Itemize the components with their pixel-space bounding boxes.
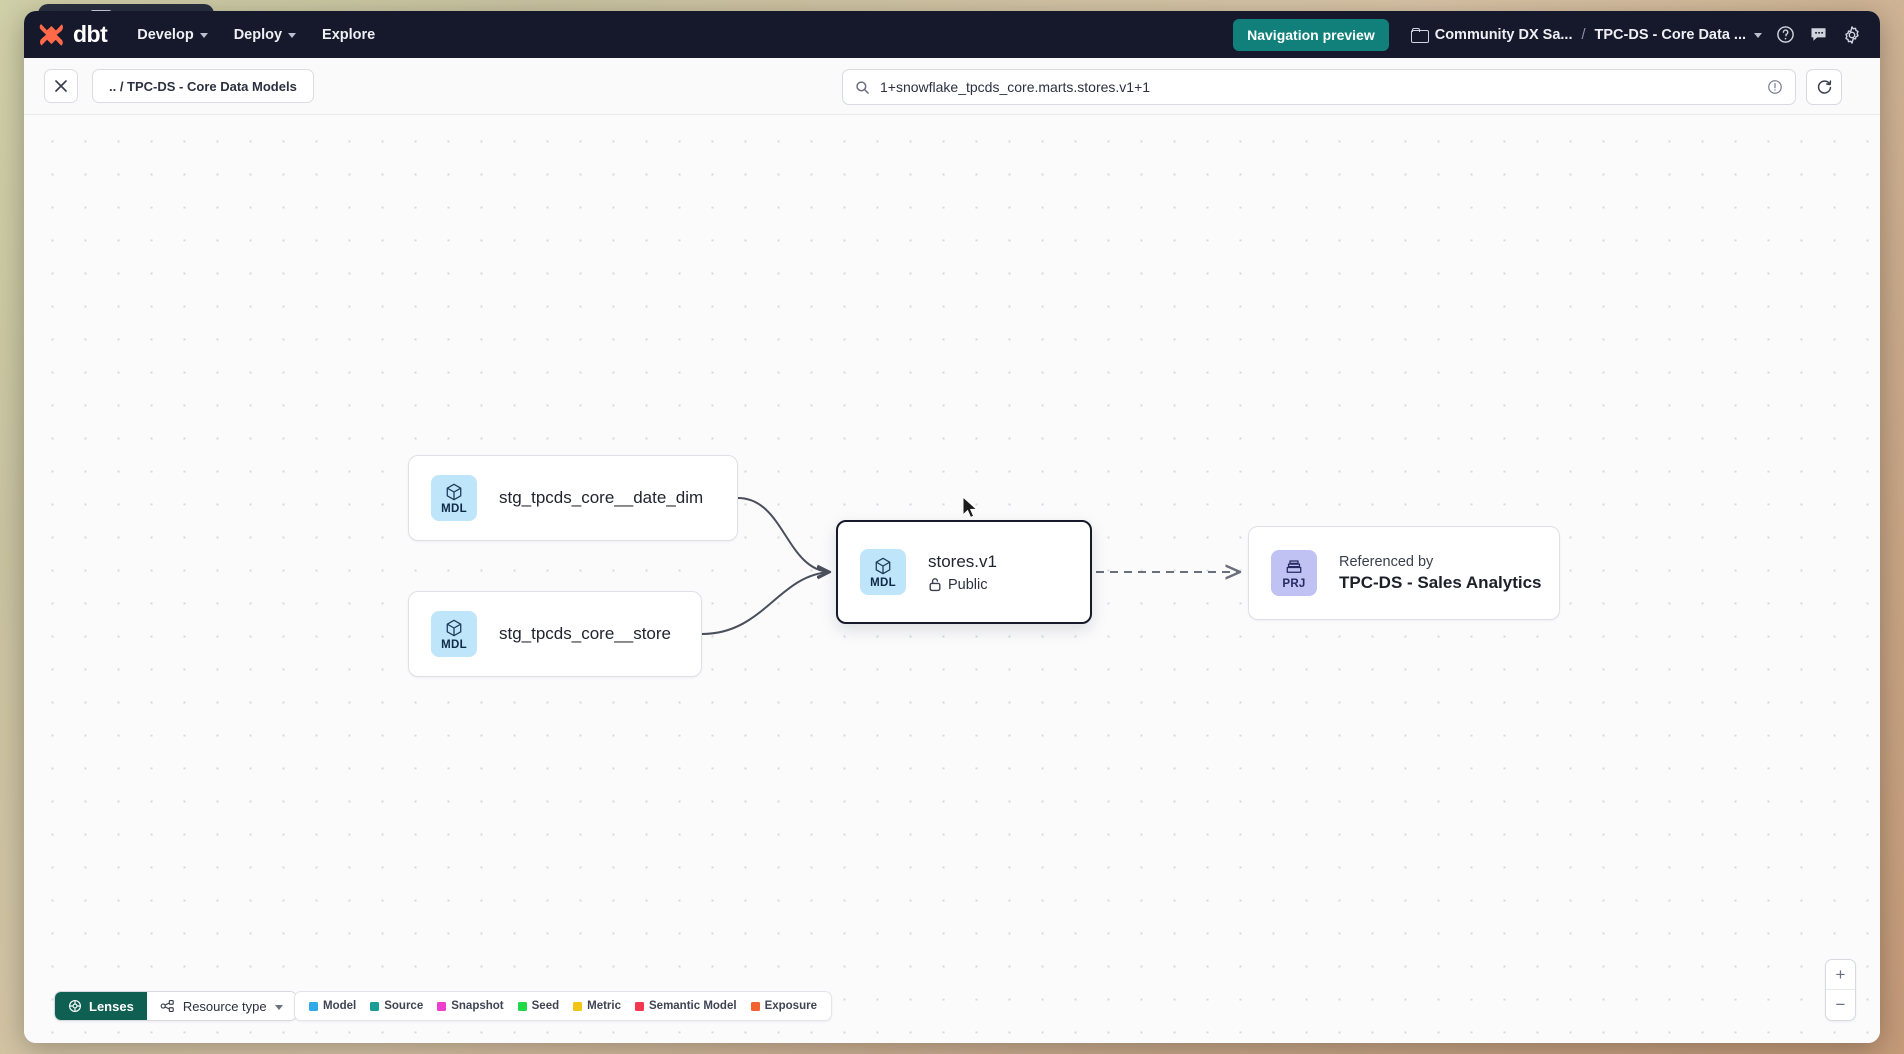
node-badge-label: MDL bbox=[441, 502, 467, 515]
dbt-x-logo-icon bbox=[39, 24, 63, 46]
node-badge-label: MDL bbox=[441, 638, 467, 651]
node-project-name: TPC-DS - Sales Analytics bbox=[1339, 572, 1542, 592]
lineage-node-tpcds-sales-analytics[interactable]: PRJ Referenced by TPC-DS - Sales Analyti… bbox=[1248, 526, 1560, 620]
legend-item-snapshot: Snapshot bbox=[437, 1000, 504, 1012]
lenses-control-group: Lenses Resource type bbox=[54, 991, 297, 1021]
lineage-breadcrumb-pill[interactable]: .. / TPC-DS - Core Data Models bbox=[92, 69, 314, 103]
legend-item-model: Model bbox=[309, 1000, 356, 1012]
legend-item-seed: Seed bbox=[517, 1000, 560, 1012]
edge-date-dim-to-stores bbox=[737, 497, 830, 572]
node-badge-model: MDL bbox=[431, 611, 477, 657]
lineage-search-input[interactable]: 1+snowflake_tpcds_core.marts.stores.v1+1 bbox=[842, 69, 1796, 105]
cube-icon bbox=[446, 619, 462, 636]
top-navigation-bar: dbt Develop Deploy Explore Navigation pr… bbox=[24, 11, 1880, 58]
node-badge-model: MDL bbox=[860, 549, 906, 595]
zoom-in-button[interactable]: + bbox=[1826, 960, 1855, 990]
zoom-out-button[interactable]: − bbox=[1835, 995, 1846, 1014]
folder-icon bbox=[1410, 28, 1429, 43]
legend-label: Source bbox=[384, 1000, 424, 1012]
chevron-down-icon bbox=[274, 1004, 283, 1010]
search-area: 1+snowflake_tpcds_core.marts.stores.v1+1 bbox=[842, 69, 1842, 105]
dbt-logo[interactable]: dbt bbox=[38, 21, 108, 48]
cube-icon bbox=[875, 557, 891, 574]
node-access-row: Public bbox=[928, 577, 997, 593]
legend-swatch-model bbox=[309, 1001, 318, 1011]
unlock-icon bbox=[929, 578, 941, 592]
node-kicker: Referenced by bbox=[1339, 553, 1434, 570]
gear-icon[interactable] bbox=[1842, 25, 1862, 45]
layers-icon bbox=[1286, 559, 1302, 573]
resource-type-legend: Model Source Snapshot Seed Metric Semant… bbox=[294, 991, 832, 1021]
chevron-down-icon[interactable] bbox=[1754, 33, 1762, 38]
node-badge-project: PRJ bbox=[1271, 550, 1317, 596]
feedback-icon[interactable] bbox=[1809, 25, 1828, 44]
dbt-logo-text: dbt bbox=[73, 21, 108, 47]
node-badge-label: MDL bbox=[870, 576, 896, 589]
chevron-down-icon bbox=[288, 33, 297, 38]
legend-label: Semantic Model bbox=[649, 1000, 737, 1012]
info-circle-icon[interactable] bbox=[1767, 79, 1783, 95]
legend-item-source: Source bbox=[370, 1000, 423, 1012]
close-icon bbox=[55, 80, 67, 92]
resource-type-label: Resource type bbox=[182, 998, 267, 1014]
search-icon bbox=[856, 80, 869, 94]
help-circle-icon[interactable] bbox=[1776, 25, 1795, 44]
legend-label: Exposure bbox=[764, 1000, 817, 1012]
node-title: stg_tpcds_core__store bbox=[499, 624, 671, 643]
node-text-block: stores.v1 Public bbox=[928, 552, 997, 593]
lineage-node-stores-v1[interactable]: MDL stores.v1 Public bbox=[836, 520, 1092, 624]
legend-label: Snapshot bbox=[451, 1000, 504, 1012]
app-window: dbt Develop Deploy Explore Navigation pr… bbox=[24, 11, 1880, 1043]
cube-icon bbox=[446, 483, 462, 500]
node-badge-label: PRJ bbox=[1282, 577, 1306, 590]
nav-item-develop[interactable]: Develop bbox=[137, 26, 208, 43]
breadcrumb-separator: / bbox=[1581, 26, 1586, 43]
refresh-lineage-button[interactable] bbox=[1806, 69, 1842, 105]
lineage-toolbar: .. / TPC-DS - Core Data Models 1+snowfla… bbox=[24, 58, 1880, 115]
lens-icon bbox=[69, 1000, 81, 1012]
resource-type-dropdown[interactable]: Resource type bbox=[146, 992, 296, 1020]
legend-label: Metric bbox=[587, 1000, 621, 1012]
nav-item-explore[interactable]: Explore bbox=[322, 27, 375, 43]
legend-item-semantic-model: Semantic Model bbox=[635, 1000, 737, 1012]
search-input-value: 1+snowflake_tpcds_core.marts.stores.v1+1 bbox=[880, 79, 1151, 95]
node-access-label: Public bbox=[948, 576, 988, 593]
node-title: stg_tpcds_core__date_dim bbox=[499, 488, 704, 507]
navigation-preview-button[interactable]: Navigation preview bbox=[1233, 18, 1389, 51]
legend-swatch-metric bbox=[573, 1001, 583, 1011]
legend-swatch-semantic-model bbox=[635, 1001, 644, 1011]
nodes-icon bbox=[160, 1000, 174, 1012]
refresh-icon bbox=[1817, 79, 1831, 94]
lenses-button-label: Lenses bbox=[89, 998, 134, 1014]
legend-swatch-source bbox=[370, 1001, 380, 1011]
nav-item-deploy[interactable]: Deploy bbox=[233, 26, 297, 43]
legend-swatch-seed bbox=[517, 1001, 527, 1011]
legend-item-metric: Metric bbox=[573, 1000, 621, 1012]
breadcrumb-project[interactable]: TPC-DS - Core Data ... bbox=[1594, 26, 1746, 43]
lenses-button[interactable]: Lenses bbox=[55, 992, 147, 1020]
lineage-canvas[interactable]: MDL stg_tpcds_core__date_dim MDL stg_tpc… bbox=[24, 115, 1880, 1043]
edge-store-to-stores bbox=[701, 572, 830, 635]
nav-item-deploy-label: Deploy bbox=[233, 26, 283, 43]
node-title: stores.v1 bbox=[928, 551, 997, 571]
legend-label: Seed bbox=[531, 1000, 560, 1012]
nav-item-explore-label: Explore bbox=[322, 26, 376, 43]
legend-label: Model bbox=[323, 1000, 357, 1012]
chevron-down-icon bbox=[199, 33, 208, 38]
breadcrumb-account[interactable]: Community DX Sa... bbox=[1434, 26, 1573, 43]
legend-item-exposure: Exposure bbox=[750, 1000, 817, 1012]
close-lineage-button[interactable] bbox=[44, 69, 78, 103]
lineage-node-stg-tpcds-core-store[interactable]: MDL stg_tpcds_core__store bbox=[408, 591, 702, 677]
nav-item-develop-label: Develop bbox=[137, 26, 194, 43]
legend-swatch-exposure bbox=[750, 1001, 760, 1011]
lineage-node-stg-tpcds-core-date-dim[interactable]: MDL stg_tpcds_core__date_dim bbox=[408, 455, 738, 541]
node-badge-model: MDL bbox=[431, 475, 477, 521]
legend-swatch-snapshot bbox=[437, 1001, 447, 1011]
node-text-block: Referenced by TPC-DS - Sales Analytics bbox=[1339, 554, 1542, 593]
zoom-controls: + − bbox=[1825, 959, 1856, 1021]
breadcrumb: Community DX Sa... / TPC-DS - Core Data … bbox=[1410, 26, 1762, 43]
lineage-edges bbox=[701, 497, 1880, 635]
